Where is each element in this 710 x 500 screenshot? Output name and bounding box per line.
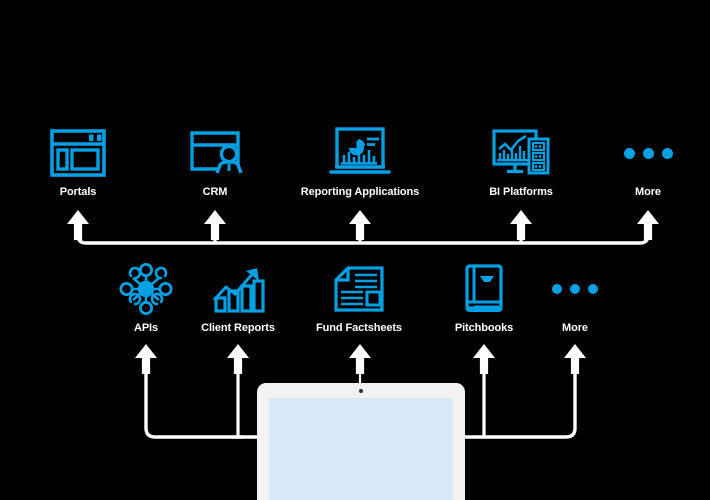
node-label: CRM [202,186,228,198]
node-label: APIs [133,322,159,334]
node-label: BI Platforms [489,186,553,198]
node-label: Reporting Applications [300,186,420,198]
node-label: Pitchbooks [454,322,514,334]
tablet-device [257,383,465,500]
node-crm[interactable]: CRM [150,122,280,199]
node-label: Client Reports [201,322,275,334]
node-reporting-applications[interactable]: Reporting Applications [295,122,425,199]
browser-window-icon [13,122,143,184]
node-bi-platforms[interactable]: BI Platforms [456,122,586,199]
node-label: More [562,322,588,334]
ellipsis-icon [510,258,640,320]
node-fund-factsheets[interactable]: Fund Factsheets [294,258,424,335]
node-more-bottom[interactable]: More [510,258,640,335]
node-pitchbooks[interactable]: Pitchbooks [419,258,549,335]
node-apis[interactable]: APIs [81,258,211,335]
monitor-server-icon [456,122,586,184]
node-label: More [635,186,661,198]
crm-person-icon [150,122,280,184]
node-more-top[interactable]: More [583,122,710,199]
ellipsis-icon [583,122,710,184]
tablet-camera-dot [359,389,363,393]
node-client-reports[interactable]: Client Reports [173,258,303,335]
node-portals[interactable]: Portals [13,122,143,199]
growth-chart-icon [173,258,303,320]
document-factsheet-icon [294,258,424,320]
node-label: Portals [59,186,97,198]
api-network-icon [81,258,211,320]
tablet-screen [269,398,453,500]
book-icon [419,258,549,320]
laptop-dashboard-icon [295,122,425,184]
node-label: Fund Factsheets [316,322,402,334]
